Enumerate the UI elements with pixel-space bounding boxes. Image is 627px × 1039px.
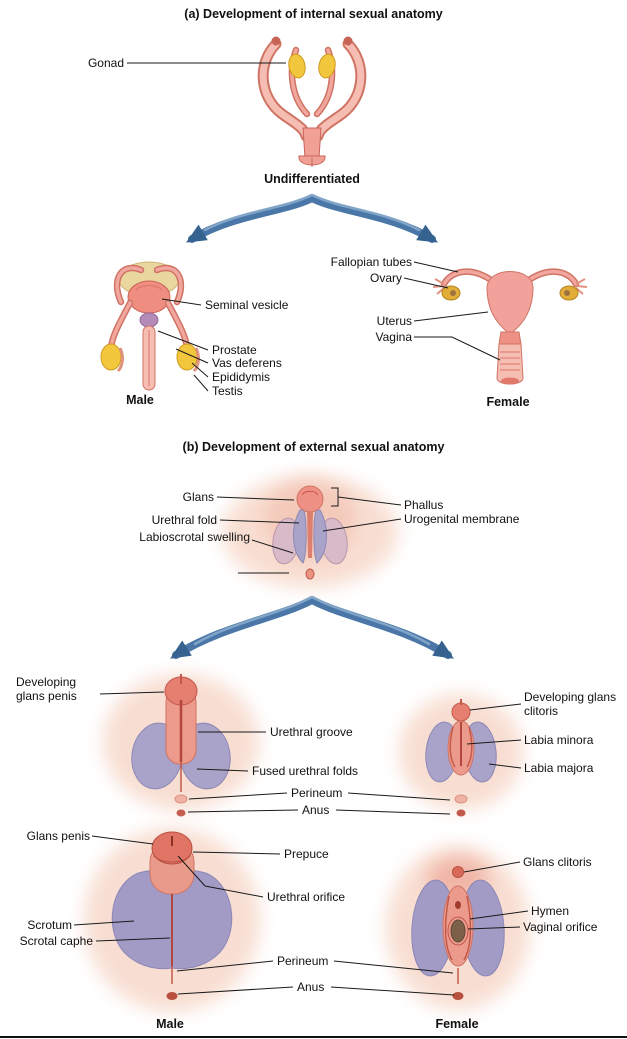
label-urogenital-membrane: Urogenital membrane <box>404 512 520 526</box>
glans-penis-shape <box>151 831 193 865</box>
label-vaginal-orifice: Vaginal orifice <box>523 920 598 934</box>
label-developing-glans-penis: Developing glans penis <box>16 675 77 704</box>
undifferentiated-internal-illustration <box>257 36 367 167</box>
male-internal-illustration <box>100 261 200 391</box>
label-gonad: Gonad <box>87 56 124 70</box>
label-testis: Testis <box>212 384 243 398</box>
testis-left <box>100 343 122 371</box>
label-vagina: Vagina <box>375 330 412 344</box>
caption-male-external: Male <box>156 1017 184 1031</box>
label-hymen: Hymen <box>531 904 570 918</box>
caption-female-external: Female <box>435 1017 479 1031</box>
divergence-arrow-top <box>185 193 439 243</box>
label-urethral-orifice: Urethral orifice <box>267 890 346 904</box>
label-vas-deferens: Vas deferens <box>212 356 282 370</box>
label-seminal-vesicle: Seminal vesicle <box>205 298 289 312</box>
label-prepuce: Prepuce <box>284 847 329 861</box>
prostate-shape <box>139 312 159 328</box>
vaginal-orifice-shape <box>450 919 466 943</box>
developing-male-external-illustration <box>103 674 259 817</box>
hymen-shape <box>447 916 469 946</box>
label-uterus: Uterus <box>376 314 412 328</box>
section-a-title: (a) Development of internal sexual anato… <box>184 7 443 21</box>
adult-male-external-illustration <box>84 828 260 1012</box>
caption-undifferentiated: Undifferentiated <box>264 172 360 186</box>
bottom-border <box>0 1036 627 1038</box>
section-b-title: (b) Development of external sexual anato… <box>182 440 445 454</box>
developing-female-external-illustration <box>399 694 523 817</box>
label-anus-bottom: Anus <box>297 980 325 994</box>
divergence-arrow-bottom <box>170 595 454 659</box>
glans-clitoris-shape <box>452 866 464 878</box>
label-labia-minora: Labia minora <box>524 733 594 747</box>
label-glans-penis: Glans penis <box>26 829 90 843</box>
label-glans-clitoris: Glans clitoris <box>523 855 592 869</box>
label-perineum-bottom: Perineum <box>277 954 329 968</box>
caption-male-internal: Male <box>126 393 154 407</box>
label-anus-mid: Anus <box>302 803 330 817</box>
leader-lines <box>73 62 529 996</box>
adult-female-external-illustration <box>386 846 530 1010</box>
gonad-right <box>318 53 336 79</box>
female-internal-illustration <box>432 268 588 385</box>
label-perineum-mid: Perineum <box>291 786 343 800</box>
label-labia-majora: Labia majora <box>524 761 594 775</box>
label-fallopian-tubes: Fallopian tubes <box>330 255 412 269</box>
label-fused-urethral-folds: Fused urethral folds <box>252 764 359 778</box>
label-scrotal-raphe: Scrotal caphe <box>19 934 93 948</box>
label-urethral-fold: Urethral fold <box>151 513 217 527</box>
label-urethral-groove: Urethral groove <box>270 725 353 739</box>
label-scrotum: Scrotum <box>27 918 72 932</box>
label-labioscrotal-swelling: Labioscrotal swelling <box>139 530 250 544</box>
label-phallus: Phallus <box>404 498 444 512</box>
glans-tubercle <box>296 485 324 513</box>
label-epididymis: Epididymis <box>212 370 271 384</box>
gonad-left <box>288 53 306 79</box>
label-glans: Glans <box>182 490 214 504</box>
label-developing-glans-clitoris: Developing glans clitoris <box>524 690 617 719</box>
label-prostate: Prostate <box>212 343 257 357</box>
uterus-shape <box>486 271 534 335</box>
label-ovary: Ovary <box>369 271 402 285</box>
caption-female-internal: Female <box>486 395 530 409</box>
